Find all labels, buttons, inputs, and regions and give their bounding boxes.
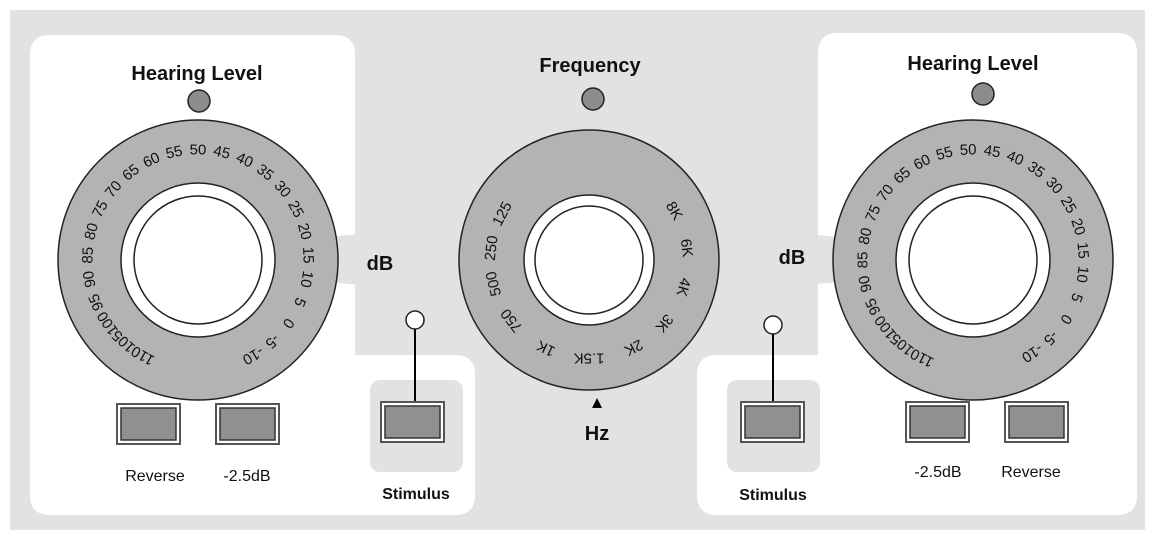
hearing-level-dial-right[interactable]: -10-505101520253035404550556065707580859…	[832, 119, 1114, 401]
right-dial-label-60: 60	[911, 151, 934, 174]
right-dial-label-90: 90	[855, 274, 875, 294]
left-dial-label-90: 90	[80, 269, 100, 288]
frequency-label-6K: 6K	[677, 238, 696, 258]
frequency-marker-icon: ▲	[589, 393, 606, 412]
frequency-label-250: 250	[482, 235, 502, 262]
left-title: Hearing Level	[131, 63, 262, 85]
right-dial-label-55: 55	[934, 143, 955, 164]
dial-knob-inner[interactable]	[534, 205, 644, 315]
right-dial-label-75: 75	[862, 202, 884, 224]
frequency-label-1.5K: 1.5K	[574, 350, 605, 367]
stimulus-lamp-right	[763, 315, 783, 335]
left-dial-label-95: 95	[85, 291, 107, 313]
frequency-label-2K: 2K	[621, 336, 645, 359]
right-dial-label-70: 70	[874, 181, 898, 205]
left-dial-label-75: 75	[89, 198, 112, 221]
left-button-label-1: Reverse	[125, 468, 185, 485]
right-dial-label-25: 25	[1057, 194, 1080, 217]
frequency-title: Frequency	[539, 55, 641, 77]
indicator-led-left	[187, 89, 211, 113]
left-dial-label-60: 60	[140, 149, 162, 171]
left-dial-label-20: 20	[294, 221, 315, 242]
frequency-unit-label: Hz	[585, 423, 609, 445]
left-dial-label-55: 55	[164, 142, 184, 162]
dial-knob-inner[interactable]	[908, 195, 1038, 325]
right-dial-label-80: 80	[855, 226, 875, 246]
frequency-label-4K: 4K	[672, 276, 693, 298]
left-dial-label-10: 10	[296, 269, 316, 288]
frequency-label-8K: 8K	[662, 199, 686, 223]
right-dial-label-40: 40	[1004, 147, 1026, 169]
reverse-button-right-face[interactable]	[1008, 405, 1065, 439]
stimulus-label-left: Stimulus	[382, 486, 450, 503]
left-dial-label-65: 65	[119, 161, 143, 185]
left-dial-label-40: 40	[233, 149, 255, 171]
frequency-label-1K: 1K	[534, 336, 558, 359]
indicator-led-frequency	[581, 87, 605, 111]
right-dial-label-45: 45	[982, 142, 1001, 162]
stimulus-button-left-face[interactable]	[384, 405, 441, 439]
right-button-label-1: -2.5dB	[914, 464, 961, 481]
stimulus-label-right: Stimulus	[739, 487, 807, 504]
right-dial-label-85: 85	[855, 252, 872, 269]
right-dial-label-15: 15	[1073, 241, 1091, 259]
left-dial-label-80: 80	[81, 221, 102, 242]
right-title: Hearing Level	[907, 53, 1038, 75]
left-dial-label-45: 45	[212, 142, 232, 162]
dial-knob-inner[interactable]	[133, 195, 263, 325]
left-button-label-2: -2.5dB	[223, 468, 270, 485]
right-unit-label: dB	[779, 247, 806, 269]
left-dial-label-15: 15	[299, 246, 317, 263]
right-dial-label-35: 35	[1024, 158, 1047, 181]
left-dial-label-50: 50	[190, 142, 207, 159]
stimulus-lamp-left	[405, 310, 425, 330]
right-dial-label-95: 95	[862, 295, 884, 317]
indicator-led-right	[971, 82, 995, 106]
hearing-level-dial-left[interactable]: -10-505101520253035404550556065707580859…	[57, 119, 339, 401]
minus-2-5db-button-right-face[interactable]	[909, 405, 966, 439]
right-dial-label-20: 20	[1067, 216, 1088, 237]
minus-2-5db-button-left-face[interactable]	[219, 407, 276, 441]
right-button-label-2: Reverse	[1001, 464, 1061, 481]
reverse-button-left-face[interactable]	[120, 407, 177, 441]
left-dial-label-35: 35	[253, 161, 277, 185]
right-dial-label-10: 10	[1073, 265, 1092, 284]
stimulus-button-right-face[interactable]	[744, 405, 801, 439]
left-dial-label-85: 85	[79, 246, 97, 263]
left-unit-label: dB	[367, 253, 394, 275]
left-dial-label-25: 25	[284, 198, 307, 221]
right-dial-label-50: 50	[959, 141, 976, 159]
frequency-label-500: 500	[483, 269, 506, 297]
